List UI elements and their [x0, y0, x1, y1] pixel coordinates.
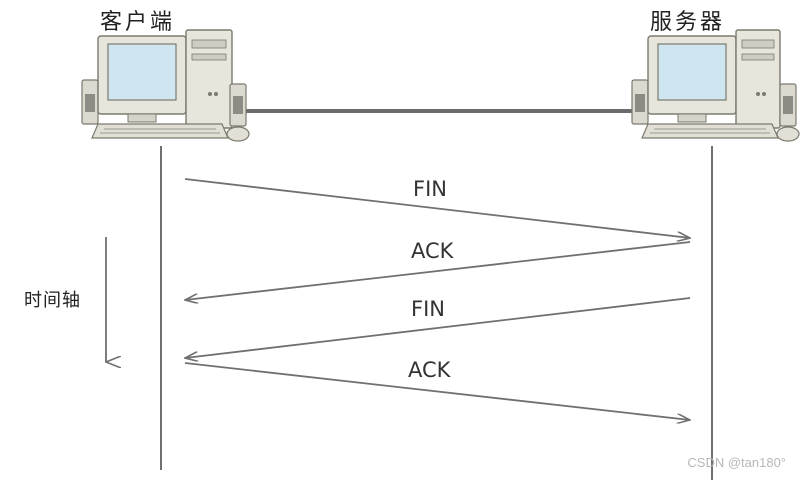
message-arrow-fin-1	[184, 178, 690, 238]
message-arrow-ack-1	[185, 241, 691, 300]
client-computer-icon	[81, 29, 250, 142]
message-arrow-ack-2	[184, 362, 690, 420]
message-label-ack-2: ACK	[408, 358, 451, 382]
message-label-fin-2: FIN	[411, 297, 445, 321]
message-label-fin-1: FIN	[413, 177, 447, 201]
message-label-ack-1: ACK	[411, 239, 454, 263]
watermark-text: CSDN @tan180°	[687, 455, 786, 470]
time-axis-label: 时间轴	[24, 290, 81, 311]
server-computer-icon	[631, 29, 800, 142]
server-label: 服务器	[650, 10, 726, 35]
client-label: 客户端	[100, 10, 176, 35]
message-arrow-fin-2	[185, 297, 691, 358]
